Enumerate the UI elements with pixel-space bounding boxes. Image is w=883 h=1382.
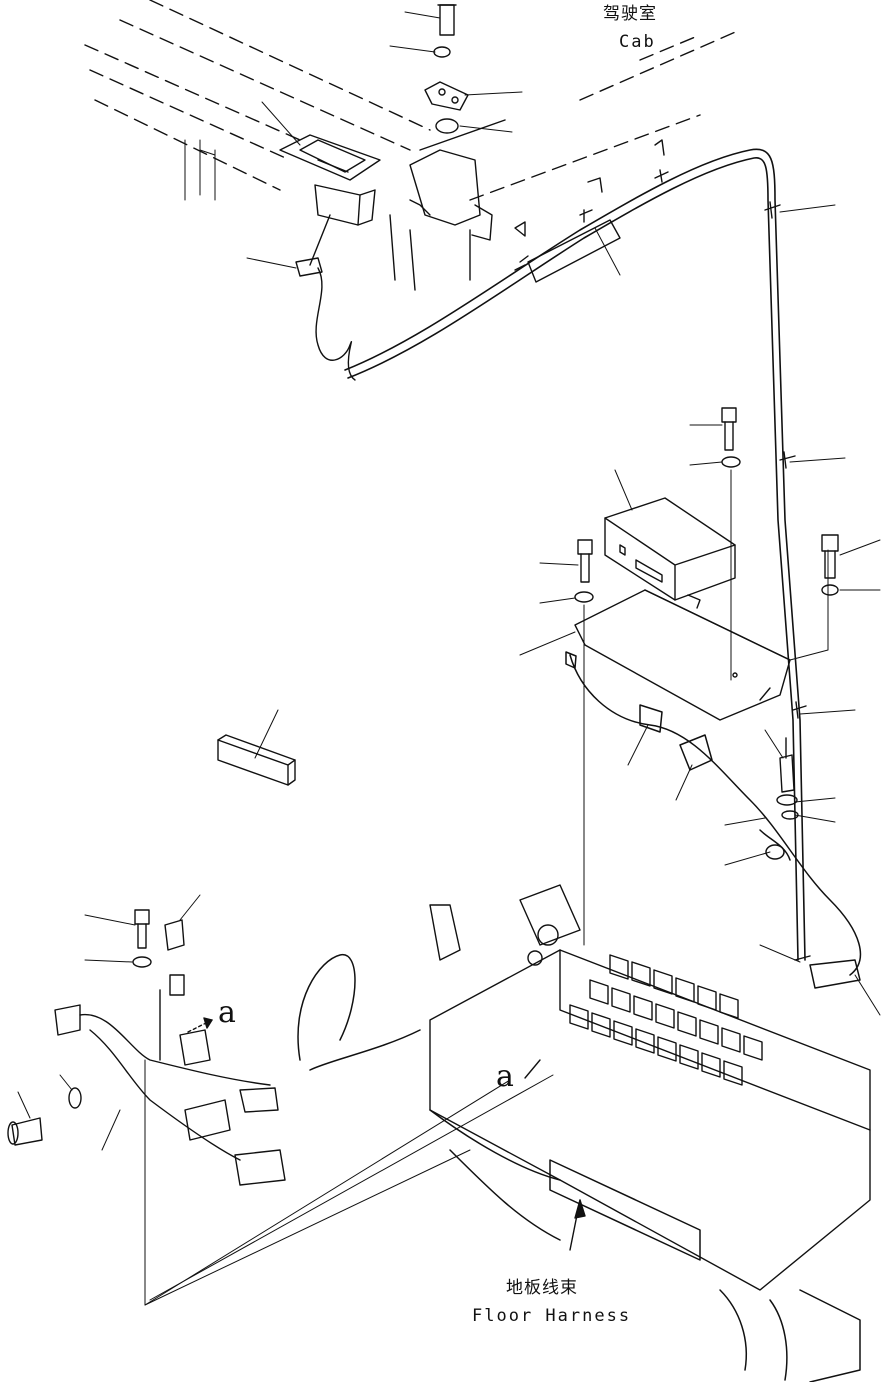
reference-mark-a-lower: a bbox=[496, 1059, 514, 1094]
cab-label-cn: 驾驶室 bbox=[603, 4, 657, 24]
floor-harness-label-cn: 地板线束 bbox=[506, 1278, 578, 1298]
leader-lines bbox=[17, 11, 881, 1151]
cab-roof-outline bbox=[84, 0, 741, 201]
floor-harness-label-en: Floor Harness bbox=[472, 1306, 632, 1326]
main-console bbox=[429, 884, 871, 1291]
roof-lamp-assembly bbox=[279, 134, 381, 381]
harness-clips bbox=[514, 139, 811, 961]
left-harness-detail bbox=[7, 909, 286, 1186]
mounting-plate bbox=[574, 589, 791, 721]
controller-box bbox=[604, 497, 736, 609]
spare-block bbox=[217, 734, 296, 786]
cab-harness bbox=[344, 148, 806, 961]
mount-bracket bbox=[389, 4, 506, 291]
sub-harness bbox=[565, 651, 861, 989]
reference-mark-a-upper: a bbox=[218, 995, 236, 1030]
ref-arrows bbox=[187, 1017, 586, 1251]
alignment-lines bbox=[144, 469, 732, 1306]
harness-tube bbox=[527, 219, 621, 283]
cab-pillar-hatching bbox=[184, 139, 216, 201]
cab-label-en: Cab bbox=[619, 32, 656, 52]
relay-array bbox=[569, 954, 763, 1086]
fuse-holder bbox=[776, 737, 799, 820]
bolt-set-right bbox=[574, 407, 839, 603]
